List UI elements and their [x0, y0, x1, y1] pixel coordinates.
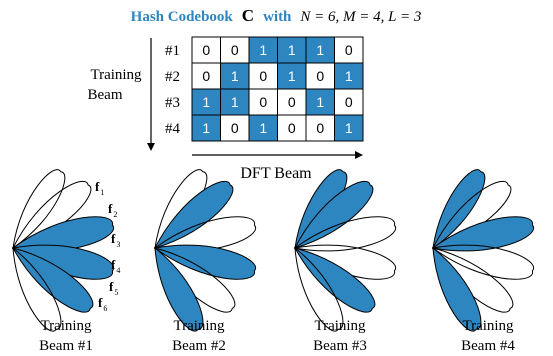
matrix-cell-value: 1 [288, 68, 296, 84]
matrix-cell-r4-c1 [191, 114, 221, 142]
beam-caption-2-line-2: Beam #2 [172, 338, 226, 354]
figure-title: Hash Codebook C with N = 6, M = 4, L = 3 [131, 6, 422, 25]
row-label-2: #2 [165, 69, 180, 85]
matrix-cell-value: 1 [231, 94, 239, 110]
x-axis-label: DFT Beam [240, 165, 312, 182]
beam-1-lobe-6 [12, 246, 62, 332]
beam-1-lobe-1 [12, 169, 66, 250]
matrix-cell-r3-c5 [305, 88, 335, 116]
beam-4-lobe-4 [431, 244, 535, 280]
row-labels: #1 #2 #3 #4 [165, 43, 181, 137]
matrix-cell-r2-c2 [220, 62, 250, 90]
row-label-3: #3 [165, 95, 180, 111]
matrix-cell-value: 0 [345, 94, 353, 110]
beam-3-lobe-6 [294, 246, 344, 332]
beam-3-lobe-5 [294, 247, 376, 313]
beam-caption-4-line-2: Beam #4 [461, 338, 515, 354]
title-with: with [263, 9, 292, 25]
matrix-cell-value: 1 [202, 94, 210, 110]
matrix-cell-value: 0 [316, 68, 324, 84]
matrix-cell-value: 1 [259, 42, 267, 58]
beam-pattern-3 [293, 169, 397, 332]
matrix-cell-value: 0 [288, 120, 296, 136]
beam-3-lobe-3 [293, 216, 397, 252]
row-label-4: #4 [165, 121, 181, 137]
matrix-cell-value: 0 [202, 68, 210, 84]
matrix-cell-value: 1 [316, 42, 324, 58]
matrix-cell-value: 0 [202, 42, 210, 58]
beam-caption-3-line-2: Beam #3 [313, 338, 367, 354]
matrix-cell-value: 1 [316, 94, 324, 110]
beam-4-lobe-3 [431, 216, 535, 252]
matrix-cell-value: 1 [345, 68, 353, 84]
matrix-cell-value: 1 [231, 68, 239, 84]
x-axis-arrowhead [355, 151, 363, 159]
matrix-cell-value: 1 [288, 42, 296, 58]
beam-caption-3-line-1: Training [314, 318, 366, 334]
matrix-cell-r1-c6 [334, 36, 364, 64]
matrix-cell-value: 0 [259, 94, 267, 110]
matrix-cell-value: 1 [259, 120, 267, 136]
matrix-cell-r2-c6 [334, 62, 364, 90]
beam-3-lobe-2 [294, 180, 374, 249]
matrix-cell-value: 1 [202, 120, 210, 136]
matrix-cell-value: 0 [316, 120, 324, 136]
f-label-1: f1 [95, 179, 104, 197]
title-prefix: Hash Codebook [131, 9, 234, 25]
matrix-cell-r4-c5 [305, 114, 335, 142]
y-axis-label-line1: Training [90, 67, 142, 83]
beam-2-lobe-2 [154, 180, 234, 249]
matrix-cell-r4-c3 [248, 114, 278, 142]
matrix-cell-value: 0 [288, 94, 296, 110]
beam-2-lobe-4 [153, 244, 257, 280]
matrix-cell-r4-c6 [334, 114, 364, 142]
matrix-cell-r3-c6 [334, 88, 364, 116]
matrix-cell-value: 0 [259, 68, 267, 84]
beam-caption-4-line-1: Training [462, 318, 514, 334]
y-axis-label-line2: Beam [88, 87, 123, 103]
beam-pattern-2 [153, 169, 257, 332]
matrix-cell-r3-c2 [220, 88, 250, 116]
beam-caption-2-line-1: Training [173, 318, 225, 334]
beam-4-lobe-6 [432, 246, 482, 332]
codebook-matrix: 0 0 1 1 1 0 0 1 0 1 0 1 1 1 0 0 1 0 1 0 1 0 0 1 [191, 36, 364, 142]
matrix-cell-r3-c4 [277, 88, 307, 116]
matrix-cell-r2-c4 [277, 62, 307, 90]
row-label-1: #1 [165, 43, 180, 59]
beam-1-lobe-5 [12, 247, 94, 313]
f-label-6: f6 [98, 295, 107, 313]
beam-patterns [11, 169, 535, 332]
f-label-2: f2 [108, 201, 117, 219]
matrix-cell-value: 0 [231, 42, 239, 58]
title-params: N = 6, M = 4, L = 3 [299, 9, 421, 25]
matrix-cell-value: 1 [345, 120, 353, 136]
beam-pattern-4 [431, 169, 535, 332]
f-label-3: f3 [111, 231, 120, 249]
f-label-5: f5 [109, 279, 118, 297]
y-axis-arrowhead [147, 143, 155, 151]
matrix-cell-value: 0 [345, 42, 353, 58]
beam-caption-1-line-2: Beam #1 [39, 338, 93, 354]
beam-pattern-1 [11, 169, 115, 332]
matrix-cell-r1-c1 [191, 36, 221, 64]
title-symbol: C [242, 6, 254, 25]
matrix-cell-r4-c2 [220, 114, 250, 142]
f-label-4: f4 [111, 257, 120, 275]
beam-2-lobe-6 [154, 246, 204, 332]
matrix-cell-r4-c4 [277, 114, 307, 142]
matrix-cell-value: 0 [231, 120, 239, 136]
beam-4-lobe-1 [432, 169, 486, 250]
beam-caption-1-line-1: Training [40, 318, 92, 334]
